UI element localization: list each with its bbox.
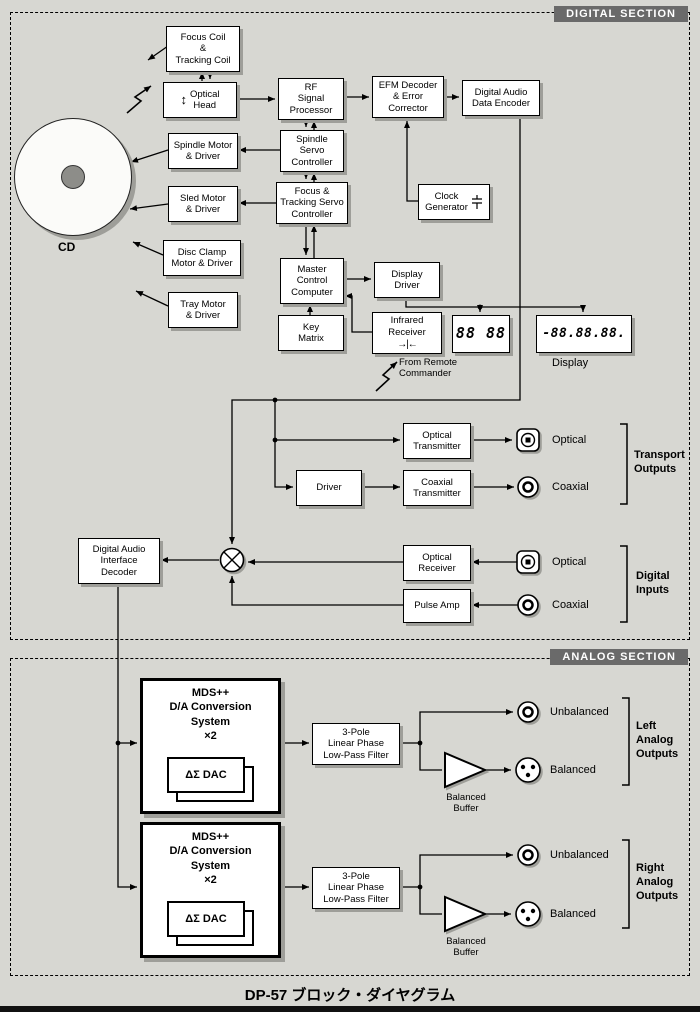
display-right: -88.88.88. [536,315,632,353]
coaxial-out-label: Coaxial [552,481,589,493]
block-focus-tracking-servo: Focus & Tracking Servo Controller [276,182,348,224]
digital-inputs-group-label: Digital Inputs [636,570,670,596]
balanced-right-label: Balanced [550,908,596,920]
display-label: Display [552,357,589,369]
laser-bolt-icon [126,85,152,114]
block-lpf-right: 3-Pole Linear Phase Low-Pass Filter [312,867,400,909]
infrared-receiver-label: Infrared Receiver [388,315,426,338]
mds-title-right: MDS++ D/A Conversion System ×2 [169,831,252,886]
cd-hub [61,165,85,189]
display-left: 88 88 [452,315,510,353]
lens-arrow-icon: ↕ [180,92,187,108]
xlr-balanced-right-icon [515,901,541,927]
coaxial-in-label: Coaxial [552,599,589,611]
block-focus-coil: Focus Coil & Tracking Coil [166,26,240,72]
balanced-buffer-amp-left-icon [444,751,488,789]
xlr-balanced-left-icon [515,757,541,783]
optical-head-label: Optical Head [189,88,220,111]
block-digital-audio-data-encoder: Digital Audio Data Encoder [462,80,540,116]
crystal-icon [471,195,482,209]
block-infrared-receiver: Infrared Receiver →|← [372,312,442,354]
balanced-left-label: Balanced [550,764,596,776]
left-analog-outputs-group-label: Left Analog Outputs [636,720,679,760]
block-mds-dac-left: MDS++ D/A Conversion System ×2 ΔΣ DAC [140,678,281,814]
block-master-control-computer: Master Control Computer [280,258,344,304]
dac-chip: ΔΣ DAC [167,901,245,937]
mds-title-left: MDS++ D/A Conversion System ×2 [169,687,252,742]
block-spindle-motor: Spindle Motor & Driver [168,133,238,169]
analog-section-tag: ANALOG SECTION [550,649,688,665]
cd-label: CD [58,240,76,254]
block-sled-motor: Sled Motor & Driver [168,186,238,222]
block-disc-clamp-motor: Disc Clamp Motor & Driver [163,240,241,276]
rca-unbalanced-left-icon [517,701,539,723]
junction-dots [115,304,483,890]
block-display-driver: Display Driver [374,262,440,298]
block-clock-generator: Clock Generator [418,184,490,220]
balanced-buffer-left-label: Balanced Buffer [446,792,486,814]
ir-diode-icon: →|← [397,338,418,350]
block-mds-dac-right: MDS++ D/A Conversion System ×2 ΔΣ DAC [140,822,281,958]
block-optical-transmitter: Optical Transmitter [403,423,471,459]
remote-commander-note: From Remote Commander [399,357,458,379]
dac-stack-left: ΔΣ DAC [167,757,254,802]
group-brackets [620,423,630,929]
analog-section-frame [10,658,690,976]
toslink-in-icon [516,550,540,574]
block-driver: Driver [296,470,362,506]
rca-out-icon [517,476,539,498]
rca-in-icon [517,594,539,616]
digital-section-frame [10,12,690,640]
signal-wires [117,45,586,917]
optical-out-label: Optical [552,434,587,446]
digital-section-tag: DIGITAL SECTION [554,6,688,22]
dac-stack-right: ΔΣ DAC [167,901,254,946]
block-rf-signal-processor: RF Signal Processor [278,78,344,120]
transport-outputs-group-label: Transport Outputs [634,449,685,475]
right-analog-outputs-group-label: Right Analog Outputs [636,862,679,902]
unbalanced-left-label: Unbalanced [550,706,609,718]
block-lpf-left: 3-Pole Linear Phase Low-Pass Filter [312,723,400,765]
block-pulse-amp: Pulse Amp [403,589,471,623]
dac-chip: ΔΣ DAC [167,757,245,793]
cd-disc [14,118,132,236]
digital-mixer-node [219,547,245,573]
balanced-buffer-amp-right-icon [444,895,488,933]
bottom-bar [0,1006,700,1012]
diagram-caption: DP-57 ブロック・ダイヤグラム [244,987,456,1004]
balanced-buffer-right-label: Balanced Buffer [446,936,486,958]
block-spindle-servo-controller: Spindle Servo Controller [280,130,344,172]
remote-bolt-icon [375,361,398,392]
clock-generator-label: Clock Generator [425,190,468,213]
block-coaxial-transmitter: Coaxial Transmitter [403,470,471,506]
block-optical-receiver: Optical Receiver [403,545,471,581]
block-key-matrix: Key Matrix [278,315,344,351]
block-optical-head: ↕Optical Head [163,82,237,118]
block-tray-motor: Tray Motor & Driver [168,292,238,328]
unbalanced-right-label: Unbalanced [550,849,609,861]
optical-in-label: Optical [552,556,587,568]
rca-unbalanced-right-icon [517,844,539,866]
toslink-out-icon [516,428,540,452]
block-digital-audio-interface-decoder: Digital Audio Interface Decoder [78,538,160,584]
block-efm-decoder: EFM Decoder & Error Corrector [372,76,444,118]
